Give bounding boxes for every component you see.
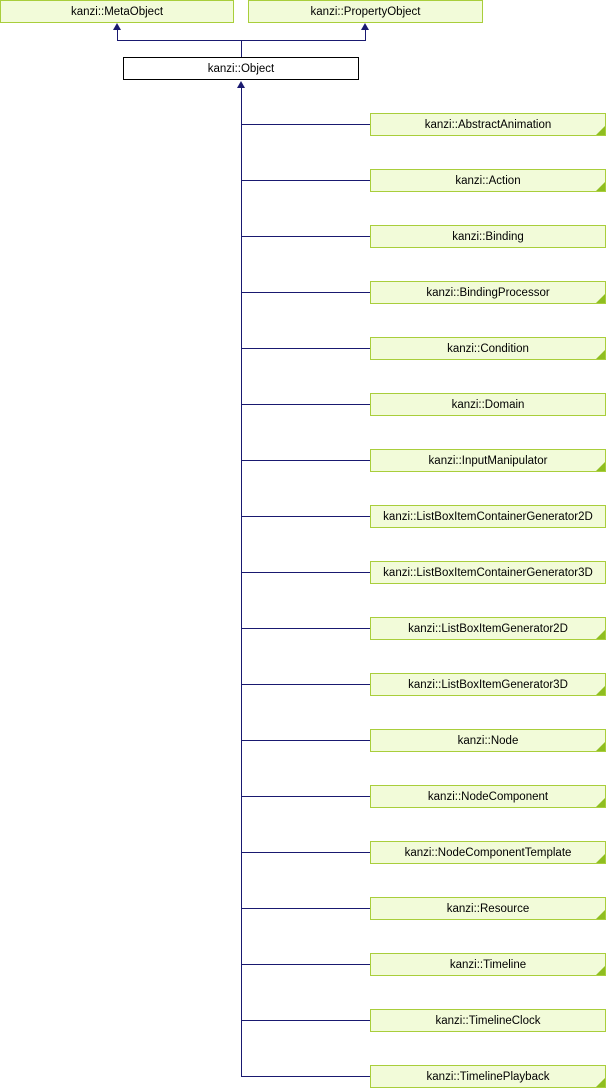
truncated-corner-icon [596, 350, 605, 359]
node-label: kanzi::Object [207, 62, 275, 75]
node-list-box-item-container-generator-2d[interactable]: kanzi::ListBoxItemContainerGenerator2D [370, 505, 606, 528]
node-timeline-playback[interactable]: kanzi::TimelinePlayback [370, 1065, 606, 1088]
inheritance-edge [241, 348, 370, 349]
node-list-box-item-generator-2d[interactable]: kanzi::ListBoxItemGenerator2D [370, 617, 606, 640]
node-list-box-item-generator-3d[interactable]: kanzi::ListBoxItemGenerator3D [370, 673, 606, 696]
node-node-component[interactable]: kanzi::NodeComponent [370, 785, 606, 808]
inheritance-edge [241, 124, 370, 125]
truncated-corner-icon [596, 798, 605, 807]
inheritance-edge [241, 684, 370, 685]
truncated-corner-icon [596, 742, 605, 751]
truncated-corner-icon [596, 966, 605, 975]
node-label: kanzi::Binding [452, 230, 524, 243]
node-domain[interactable]: kanzi::Domain [370, 393, 606, 416]
node-abstract-animation[interactable]: kanzi::AbstractAnimation [370, 113, 606, 136]
inheritance-edge [241, 87, 242, 1077]
truncated-corner-icon [596, 910, 605, 919]
node-node-component-template[interactable]: kanzi::NodeComponentTemplate [370, 841, 606, 864]
inheritance-edge [241, 1076, 370, 1077]
node-label: kanzi::BindingProcessor [426, 286, 550, 299]
node-object[interactable]: kanzi::Object [123, 57, 359, 80]
arrowhead-icon [113, 23, 121, 30]
node-label: kanzi::MetaObject [70, 5, 164, 18]
truncated-corner-icon [596, 1078, 605, 1087]
inheritance-edge [241, 236, 370, 237]
node-label: kanzi::InputManipulator [428, 454, 548, 467]
inheritance-edge [241, 796, 370, 797]
node-property-object[interactable]: kanzi::PropertyObject [248, 0, 483, 23]
inheritance-edge [117, 29, 118, 41]
node-label: kanzi::AbstractAnimation [424, 118, 552, 131]
inheritance-edge [241, 40, 242, 57]
inheritance-edge [241, 628, 370, 629]
node-action[interactable]: kanzi::Action [370, 169, 606, 192]
node-label: kanzi::Resource [446, 902, 530, 915]
truncated-corner-icon [596, 630, 605, 639]
truncated-corner-icon [596, 854, 605, 863]
node-binding-processor[interactable]: kanzi::BindingProcessor [370, 281, 606, 304]
node-meta-object[interactable]: kanzi::MetaObject [0, 0, 234, 23]
inheritance-edge [117, 40, 366, 41]
node-label: kanzi::TimelinePlayback [426, 1070, 550, 1083]
node-input-manipulator[interactable]: kanzi::InputManipulator [370, 449, 606, 472]
node-label: kanzi::Node [457, 734, 519, 747]
node-label: kanzi::TimelineClock [435, 1014, 541, 1027]
inheritance-edge [241, 572, 370, 573]
node-node[interactable]: kanzi::Node [370, 729, 606, 752]
node-label: kanzi::ListBoxItemGenerator3D [408, 678, 568, 691]
node-label: kanzi::ListBoxItemContainerGenerator2D [383, 510, 593, 523]
node-label: kanzi::Action [455, 174, 521, 187]
inheritance-edge [241, 180, 370, 181]
node-list-box-item-container-generator-3d[interactable]: kanzi::ListBoxItemContainerGenerator3D [370, 561, 606, 584]
inheritance-edge [241, 908, 370, 909]
inheritance-edge [241, 516, 370, 517]
inheritance-edge [241, 292, 370, 293]
inheritance-edge [241, 740, 370, 741]
truncated-corner-icon [596, 686, 605, 695]
inheritance-edge [241, 404, 370, 405]
inheritance-edge [241, 1020, 370, 1021]
node-condition[interactable]: kanzi::Condition [370, 337, 606, 360]
node-label: kanzi::Condition [447, 342, 529, 355]
node-label: kanzi::NodeComponent [427, 790, 549, 803]
truncated-corner-icon [596, 182, 605, 191]
node-timeline-clock[interactable]: kanzi::TimelineClock [370, 1009, 606, 1032]
inheritance-edge [241, 964, 370, 965]
node-label: kanzi::NodeComponentTemplate [404, 846, 572, 859]
node-label: kanzi::ListBoxItemContainerGenerator3D [383, 566, 593, 579]
inheritance-edge [241, 460, 370, 461]
truncated-corner-icon [596, 126, 605, 135]
truncated-corner-icon [596, 462, 605, 471]
inheritance-edge [241, 852, 370, 853]
node-label: kanzi::Timeline [449, 958, 527, 971]
arrowhead-icon [237, 81, 245, 88]
node-label: kanzi::Domain [451, 398, 525, 411]
truncated-corner-icon [596, 294, 605, 303]
node-timeline[interactable]: kanzi::Timeline [370, 953, 606, 976]
node-label: kanzi::ListBoxItemGenerator2D [408, 622, 568, 635]
inheritance-edge [365, 29, 366, 41]
node-binding[interactable]: kanzi::Binding [370, 225, 606, 248]
node-label: kanzi::PropertyObject [310, 5, 421, 18]
node-resource[interactable]: kanzi::Resource [370, 897, 606, 920]
arrowhead-icon [361, 23, 369, 30]
